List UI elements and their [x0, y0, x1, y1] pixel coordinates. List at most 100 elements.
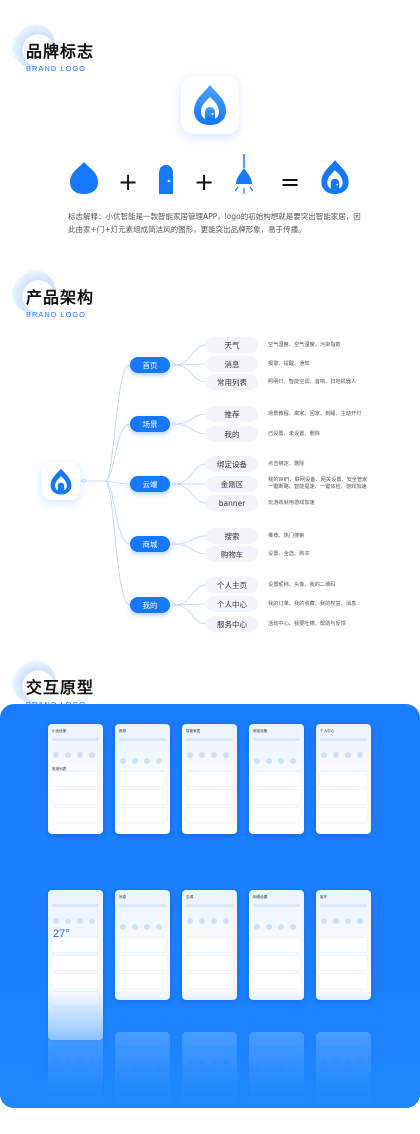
- door-icon: [159, 165, 173, 194]
- app-icon: [181, 76, 239, 134]
- architecture-tree: 首页天气空气湿度、空气温度、污染指数消息报警、提醒、通知常用列表照明灯、智能空调…: [42, 337, 368, 632]
- prototype-card: [253, 772, 300, 786]
- prototype-card: [253, 790, 300, 804]
- prototype-dot: [65, 752, 71, 758]
- prototype-screen: 智能家居: [182, 724, 237, 834]
- architecture-item-node: 消息: [206, 356, 258, 372]
- prototype-card: [253, 974, 300, 988]
- prototype-bar: [52, 904, 99, 907]
- prototype-screen-title: 智能家居: [186, 729, 201, 733]
- prototype-dot: [223, 918, 229, 924]
- prototype-card: [119, 974, 166, 988]
- prototype-screen-title: 绑定设备: [253, 729, 268, 733]
- prototype-card: [52, 790, 99, 804]
- title-ring-decoration: [12, 24, 56, 68]
- architecture-item-note: 设置、全选、购买: [268, 550, 310, 557]
- prototype-dot: [290, 924, 296, 930]
- prototype-screen-title: 空调: [186, 895, 194, 899]
- architecture-item-note: 我的WIFI、联网设备、网关设置、安全管家一键断路、智能提速、一键体检、游戏加速: [268, 477, 368, 490]
- plus-sign-2: +: [194, 168, 215, 196]
- prototype-card: [52, 956, 99, 970]
- prototype-card: [119, 790, 166, 804]
- house-icon: [70, 162, 98, 194]
- prototype-card: [253, 808, 300, 822]
- architecture-group-node: 首页: [130, 357, 170, 373]
- prototype-screen-title: 小优优家: [52, 729, 67, 733]
- prototype-screen: 推荐: [115, 724, 170, 834]
- prototype-screen-title: 消息: [119, 895, 127, 899]
- prototype-dot: [321, 752, 327, 758]
- prototype-card: [52, 808, 99, 822]
- prototype-dot: [345, 752, 351, 758]
- prototype-dot: [357, 752, 363, 758]
- architecture-item-node: 常用列表: [206, 374, 258, 390]
- prototype-bar: [320, 738, 367, 741]
- prototype-dot: [65, 918, 71, 924]
- architecture-item-node: 绑定设备: [206, 456, 258, 472]
- architecture-item-note: 活动中心、我要吐槽、帮助与反馈: [268, 620, 346, 627]
- architecture-item-note: 照明灯、智能空调、音响、扫地机器人: [268, 378, 357, 385]
- section-title-zh: 交互原型: [26, 678, 95, 697]
- prototype-dot: [211, 752, 217, 758]
- prototype-card: [320, 956, 367, 970]
- prototype-screen-title: 客厅: [320, 895, 328, 899]
- section-title-zh: 品牌标志: [26, 42, 95, 61]
- prototype-card: [186, 790, 233, 804]
- prototype-dot: [132, 758, 138, 764]
- prototype-screen: 消息: [115, 890, 170, 1000]
- architecture-item-note: 玩游戏就用游戏加速: [268, 499, 315, 506]
- prototype-dot: [144, 924, 150, 930]
- architecture-root-icon: [42, 462, 80, 500]
- prototype-screen-title: 网络设置: [253, 895, 268, 899]
- architecture-item-note: 点击绑定、删除: [268, 460, 305, 467]
- logo-icon: [50, 468, 72, 494]
- prototype-dot: [278, 758, 284, 764]
- prototype-dot: [77, 752, 83, 758]
- prototype-dot: [120, 924, 126, 930]
- prototype-dot: [266, 758, 272, 764]
- prototype-card: [186, 772, 233, 786]
- section-title-architecture: 产品架构 BRAND LOGO: [12, 270, 95, 319]
- prototype-dot: [53, 752, 59, 758]
- architecture-group-node: 商城: [130, 536, 170, 552]
- architecture-connectors: [80, 344, 207, 625]
- prototype-screen: 绑定设备: [249, 724, 304, 834]
- section-title-en: BRAND LOGO: [26, 310, 87, 319]
- plus-sign: +: [118, 168, 139, 196]
- prototype-dot: [333, 918, 339, 924]
- prototype-dot: [278, 924, 284, 930]
- architecture-item-node: 天气: [206, 337, 258, 353]
- architecture-item-node: banner: [206, 495, 258, 511]
- prototype-dot: [254, 924, 260, 930]
- prototype-screen: 空调: [182, 890, 237, 1000]
- equals-sign: =: [280, 168, 301, 196]
- prototype-screen: 网络设置: [249, 890, 304, 1000]
- section-title-zh: 产品架构: [26, 288, 95, 307]
- architecture-item-note: 推荐、热门搜索: [268, 532, 305, 539]
- architecture-item-node: 购物车: [206, 546, 258, 562]
- prototype-bar: [186, 738, 233, 741]
- architecture-item-note: 设置昵称、头像、我的二维码: [268, 581, 336, 588]
- prototype-screen: 客厅: [316, 890, 371, 1000]
- logo-description: 标志解释：小优智能是一款智能家居管理APP，logo的初始构想就是要突出智能家居…: [68, 212, 361, 234]
- prototype-card: [52, 938, 99, 952]
- architecture-item-note: 场景教程、离家、回家、到睡、主动开灯: [268, 410, 362, 417]
- prototype-screen: 小优优家常用列表: [48, 724, 103, 834]
- architecture-item-node: 推荐: [206, 406, 258, 422]
- prototype-bar: [253, 904, 300, 907]
- architecture-item-note: 已设置、未设置、删除: [268, 430, 320, 437]
- prototype-card: [320, 938, 367, 952]
- prototype-dot: [89, 918, 95, 924]
- architecture-item-note: 我的订单、我的收藏、我的权益、消息: [268, 600, 357, 607]
- prototype-dot: [156, 924, 162, 930]
- architecture-item-node: 个人主页: [206, 577, 258, 593]
- prototype-dot: [77, 918, 83, 924]
- prototype-dot: [156, 758, 162, 764]
- prototype-card: [253, 938, 300, 952]
- architecture-group-node: 我的: [130, 597, 170, 613]
- prototype-bar: [119, 738, 166, 741]
- prototype-dot: [254, 758, 260, 764]
- prototype-dot: [333, 752, 339, 758]
- prototype-dot: [199, 918, 205, 924]
